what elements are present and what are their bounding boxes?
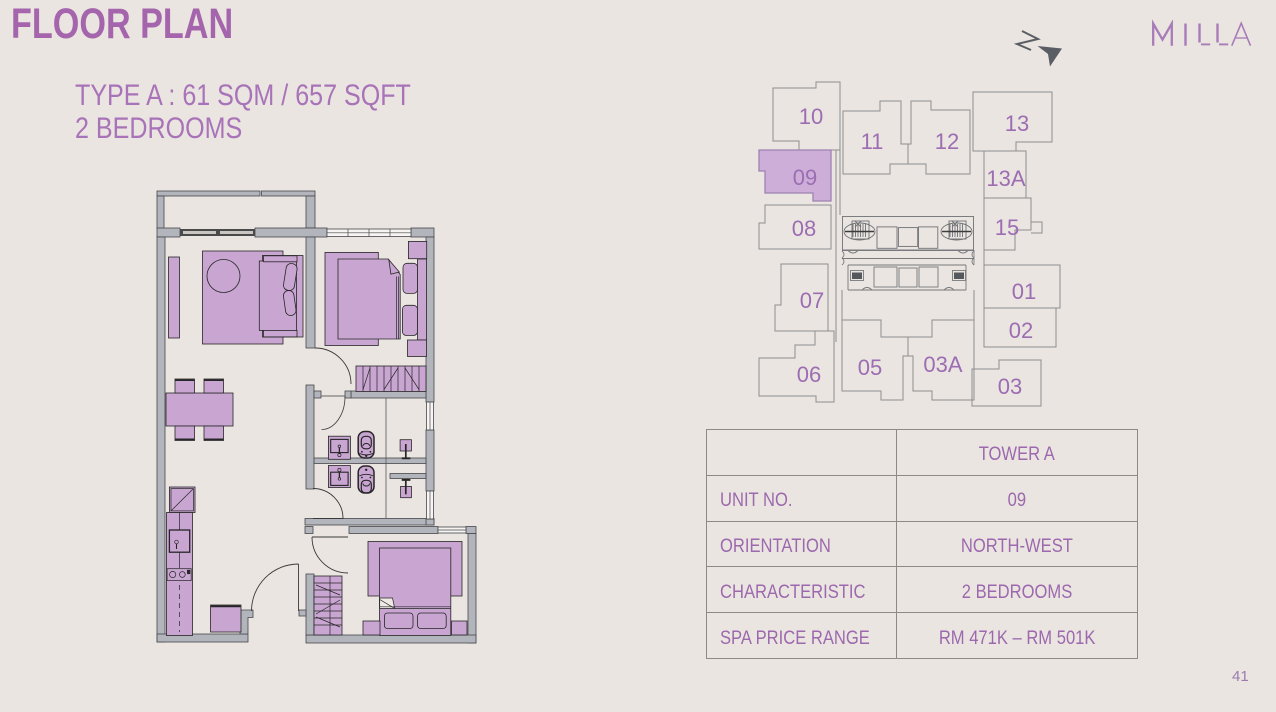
svg-text:10: 10 <box>799 104 823 129</box>
svg-text:13A: 13A <box>986 166 1025 191</box>
svg-text:01: 01 <box>1012 279 1036 304</box>
svg-text:03A: 03A <box>923 352 962 377</box>
svg-text:09: 09 <box>793 165 817 190</box>
svg-text:11: 11 <box>861 129 884 154</box>
svg-text:15: 15 <box>995 215 1019 240</box>
svg-text:13: 13 <box>1005 111 1029 136</box>
svg-text:06: 06 <box>797 362 821 387</box>
svg-text:08: 08 <box>792 216 816 241</box>
svg-text:05: 05 <box>858 355 882 380</box>
svg-text:07: 07 <box>800 288 824 313</box>
svg-text:12: 12 <box>935 129 959 154</box>
svg-text:02: 02 <box>1009 318 1033 343</box>
svg-text:03: 03 <box>998 374 1022 399</box>
